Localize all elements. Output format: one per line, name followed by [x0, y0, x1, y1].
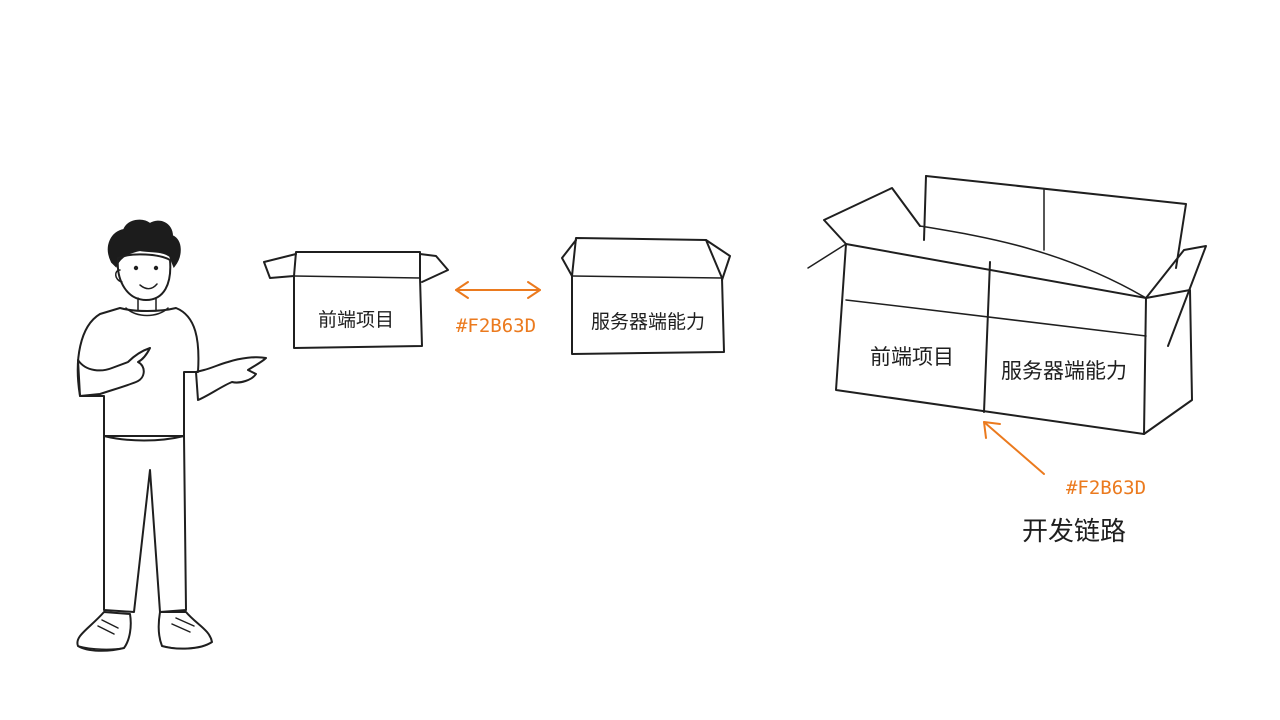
person-shoe-left-sole — [77, 645, 125, 651]
combined-box-side — [1143, 289, 1193, 435]
server-box-flap-left — [561, 239, 577, 277]
server-box-flap-right — [705, 239, 731, 281]
combined-box-flap-left-edge — [807, 243, 847, 269]
person-shoe-left — [76, 611, 132, 652]
person-eye-right — [153, 265, 159, 271]
combined-box-flap-right — [1145, 245, 1207, 347]
person-shoe-right-sole — [161, 641, 213, 650]
combined-box-divider — [983, 261, 991, 413]
server-box-label: 服务器端能力 — [591, 311, 705, 333]
frontend-box-body — [293, 275, 423, 349]
frontend-box-back — [293, 251, 421, 279]
combined-box-frontend-label: 前端项目 — [870, 345, 954, 369]
person-shirt — [76, 307, 200, 442]
pointer-arrow-head — [983, 421, 1001, 439]
combined-box-inner-rim — [919, 225, 1147, 299]
link-arrow-head-left — [455, 281, 469, 299]
person-shoe-left-laces — [97, 619, 119, 635]
combined-box-flap-left — [823, 187, 921, 245]
person-ear — [115, 269, 123, 283]
person-face — [116, 253, 172, 301]
combined-box-back-flap — [925, 175, 1187, 269]
pointer-arrow: #F2B63D — [983, 421, 1146, 499]
person-eye-left — [133, 265, 139, 271]
person-neck — [137, 297, 157, 311]
combined-caption: 开发链路 — [1022, 517, 1126, 547]
link-color-label: #F2B63D — [456, 315, 536, 337]
link-arrow-head-right — [527, 281, 541, 299]
frontend-box-rim — [293, 275, 421, 279]
frontend-box-label: 前端项目 — [318, 309, 394, 331]
person-arm-right — [195, 356, 267, 401]
server-box-body — [571, 275, 725, 355]
link-arrow: #F2B63D — [455, 281, 541, 337]
frontend-box: 前端项目 — [263, 251, 449, 349]
combined-box-back-edge — [923, 175, 927, 241]
person-arm-left — [77, 347, 151, 397]
server-box-back — [571, 237, 723, 279]
person-pants — [103, 435, 187, 613]
person-shoe-right-laces — [171, 617, 195, 633]
person-smile — [139, 283, 158, 290]
combined-box-front — [835, 243, 1147, 435]
combined-color-label: #F2B63D — [1066, 477, 1146, 499]
person-illustration — [76, 219, 267, 652]
person-collar — [125, 307, 169, 317]
frontend-box-flap-right — [419, 253, 449, 283]
combined-box: 前端项目 服务器端能力 — [807, 175, 1207, 435]
frontend-box-flap-left — [263, 253, 297, 279]
combined-box-front-line — [845, 299, 1147, 337]
combined-box-server-label: 服务器端能力 — [1001, 359, 1127, 383]
server-box-rim — [571, 275, 723, 279]
person-hair — [107, 219, 181, 268]
pointer-arrow-shaft — [983, 421, 1045, 475]
server-box: 服务器端能力 — [561, 237, 731, 355]
